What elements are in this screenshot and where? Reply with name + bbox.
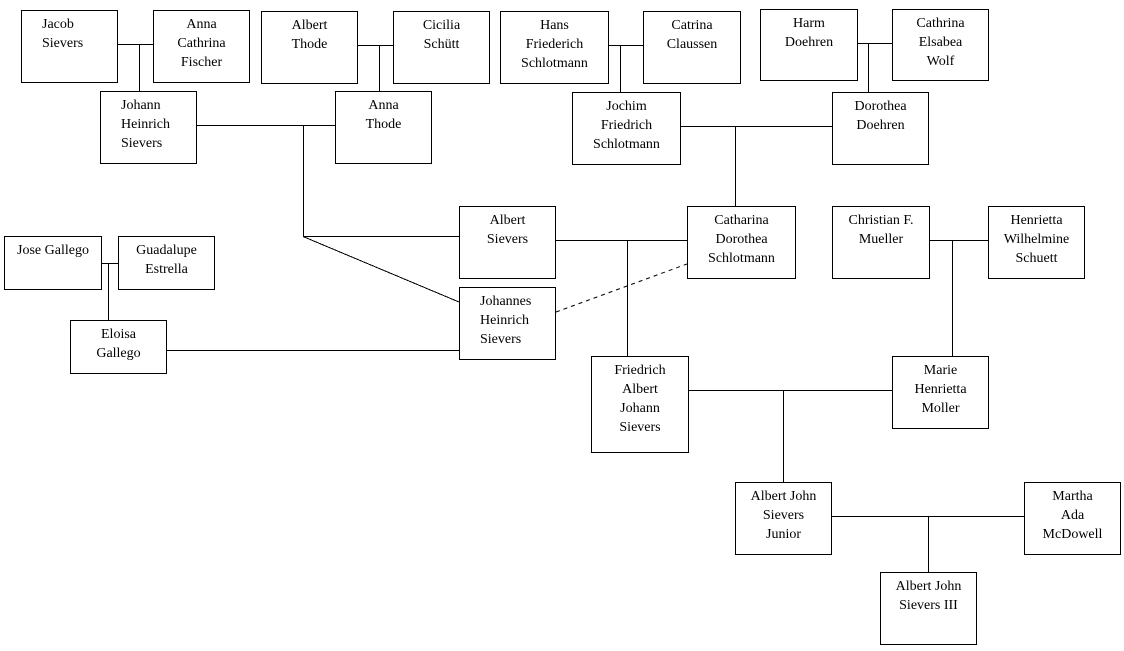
person-name-line: Wolf (926, 54, 955, 69)
person-name-line: Sievers (762, 508, 805, 523)
person-name-line: Friederich (525, 37, 584, 52)
person-name-line: Jochim (606, 99, 647, 114)
person-name-line: Anna (186, 17, 217, 32)
person-name-line: Fischer (180, 55, 223, 70)
person-name-line: Dorothea (854, 99, 907, 114)
dashed-relationship-line (555, 263, 688, 313)
person-name-line: Friedrich (600, 118, 653, 133)
person-box-jose-gallego[interactable]: Jose Gallego (4, 236, 102, 290)
person-name-line: Friedrich (614, 363, 666, 378)
person-name-line: Cicilia (422, 18, 461, 33)
person-name-line: Doehren (856, 118, 905, 133)
person-name-line: Guadalupe (136, 243, 197, 258)
person-name-line: Albert John (895, 579, 962, 594)
person-name-line: Moller (921, 401, 960, 416)
person-name-line: Hans (540, 18, 569, 33)
person-name-line: Henrietta (914, 382, 967, 397)
person-name-line: Heinrich (480, 313, 529, 328)
person-name-line: Harm (793, 16, 825, 31)
person-name-line: Sievers (619, 420, 661, 435)
person-name-line: Anna (368, 98, 399, 113)
person-name-line: Schlotmann (521, 56, 588, 71)
person-name-line: Catharina (714, 213, 769, 228)
person-name-line: Thode (291, 37, 328, 52)
person-name-line: Dorothea (715, 232, 768, 247)
person-name-line: Sievers (42, 36, 84, 51)
person-name-line: Elsabea (918, 35, 963, 50)
person-name-line: Wilhelmine (1003, 232, 1070, 247)
person-name-line: Henrietta (1010, 213, 1063, 228)
person-name-line: Johann (121, 98, 161, 113)
person-name-line: Albert (291, 18, 328, 33)
person-name-line: Schlotmann (708, 251, 775, 266)
person-name-line: Albert (622, 382, 658, 397)
person-name-line: Schütt (423, 37, 460, 52)
person-name-line: Claussen (666, 37, 718, 52)
person-name-line: Jose Gallego (17, 243, 89, 258)
person-name-line: Catrina (671, 18, 713, 33)
person-name-line: Albert John (750, 489, 817, 504)
person-name-line: Junior (766, 527, 801, 542)
child-line (302, 236, 460, 303)
person-name-line: Cathrina (916, 16, 965, 31)
person-name-line: Estrella (145, 262, 188, 277)
person-name-line: Thode (365, 117, 402, 132)
person-name-line: Johannes (480, 294, 532, 309)
person-name-line: Schlotmann (593, 137, 660, 152)
person-name-line: Sievers (121, 136, 163, 151)
person-name-line: Heinrich (121, 117, 170, 132)
person-name-line: Gallego (96, 346, 141, 361)
person-name-line: Jacob (42, 17, 74, 32)
person-name-line: Christian F. (848, 213, 914, 228)
person-name-line: Sievers (486, 232, 529, 247)
person-name-line: Albert (489, 213, 526, 228)
person-name-line: Marie (923, 363, 958, 378)
person-name-line: Schuett (1015, 251, 1058, 266)
person-name-line: Johann (620, 401, 660, 416)
person-name-line: McDowell (1042, 527, 1103, 542)
person-name-line: Martha (1052, 489, 1093, 504)
person-name-line: Sievers (480, 332, 522, 347)
person-box-christian-f-mueller[interactable]: Christian F. Mueller (832, 206, 930, 279)
person-name-line: Eloisa (101, 327, 136, 342)
person-name-line: Doehren (784, 35, 834, 50)
person-name-line: Cathrina (177, 36, 226, 51)
person-name-line: Ada (1060, 508, 1085, 523)
person-name-line: Mueller (858, 232, 904, 247)
person-name-line: Sievers III (899, 598, 958, 613)
